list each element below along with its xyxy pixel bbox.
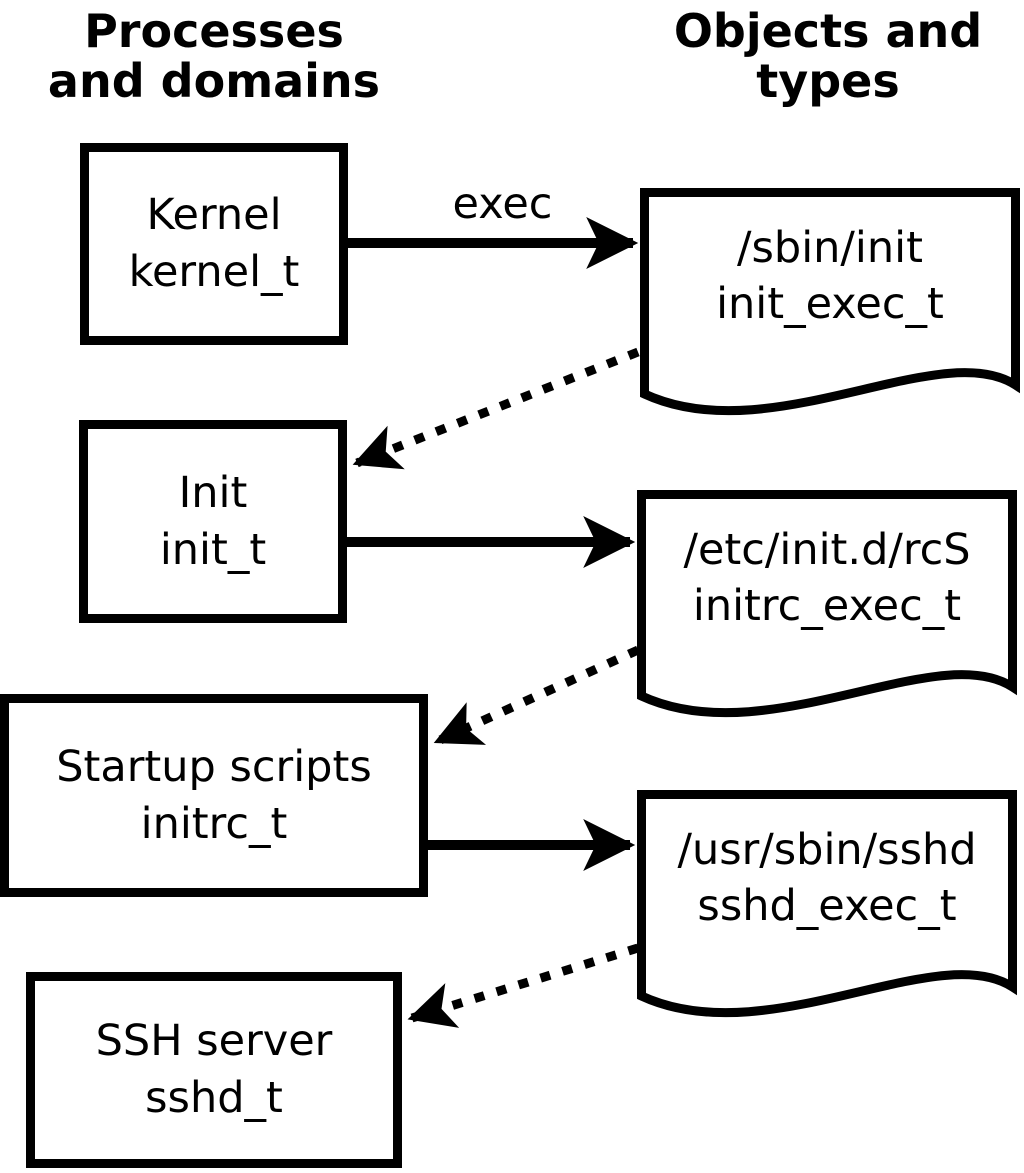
object-label-etc-initd-rcs: /etc/init.d/rcS initrc_exec_t — [637, 522, 1017, 634]
object-type: sshd_exec_t — [697, 881, 957, 931]
process-domain-type: kernel_t — [128, 247, 300, 297]
process-name: Init — [178, 467, 248, 518]
object-path: /etc/init.d/rcS — [683, 525, 971, 575]
process-name: Kernel — [146, 190, 282, 240]
edge-label-exec: exec — [452, 179, 553, 229]
object-path: /usr/sbin/sshd — [677, 825, 977, 875]
column-header-objects: Objects and types — [674, 6, 982, 106]
object-label-sbin-init: /sbin/init init_exec_t — [640, 220, 1020, 332]
process-box-ssh-server: SSH server sshd_t — [26, 972, 402, 1168]
dotted-arrow-init-exec-to-init — [352, 347, 640, 470]
dotted-arrow-initrc-exec-to-initrc — [433, 645, 640, 746]
process-domain-type: initrc_t — [140, 798, 288, 849]
document-shape-sbin-init — [640, 188, 1020, 416]
column-header-objects-line2: types — [756, 54, 900, 108]
process-domain-type: init_t — [159, 524, 267, 575]
process-box-startup-scripts: Startup scripts initrc_t — [0, 694, 428, 897]
object-path: /sbin/init — [737, 223, 923, 273]
process-box-kernel: Kernel kernel_t — [80, 143, 348, 345]
object-type: initrc_exec_t — [692, 581, 962, 631]
column-header-processes: Processes and domains — [48, 6, 380, 106]
column-header-objects-line1: Objects and — [673, 4, 983, 58]
column-header-processes-line1: Processes — [84, 4, 344, 58]
process-box-init: Init init_t — [79, 420, 347, 623]
process-name: Startup scripts — [56, 741, 372, 792]
process-domain-type: sshd_t — [145, 1073, 283, 1123]
object-label-usr-sbin-sshd: /usr/sbin/sshd sshd_exec_t — [637, 822, 1017, 934]
document-shape-usr-sbin-sshd — [637, 790, 1017, 1018]
process-name: SSH server — [95, 1016, 333, 1066]
dotted-arrow-sshd-exec-to-sshd — [407, 943, 640, 1028]
column-header-processes-line2: and domains — [47, 54, 381, 108]
object-type: init_exec_t — [716, 279, 944, 329]
document-shape-etc-initd-rcs — [637, 490, 1017, 718]
